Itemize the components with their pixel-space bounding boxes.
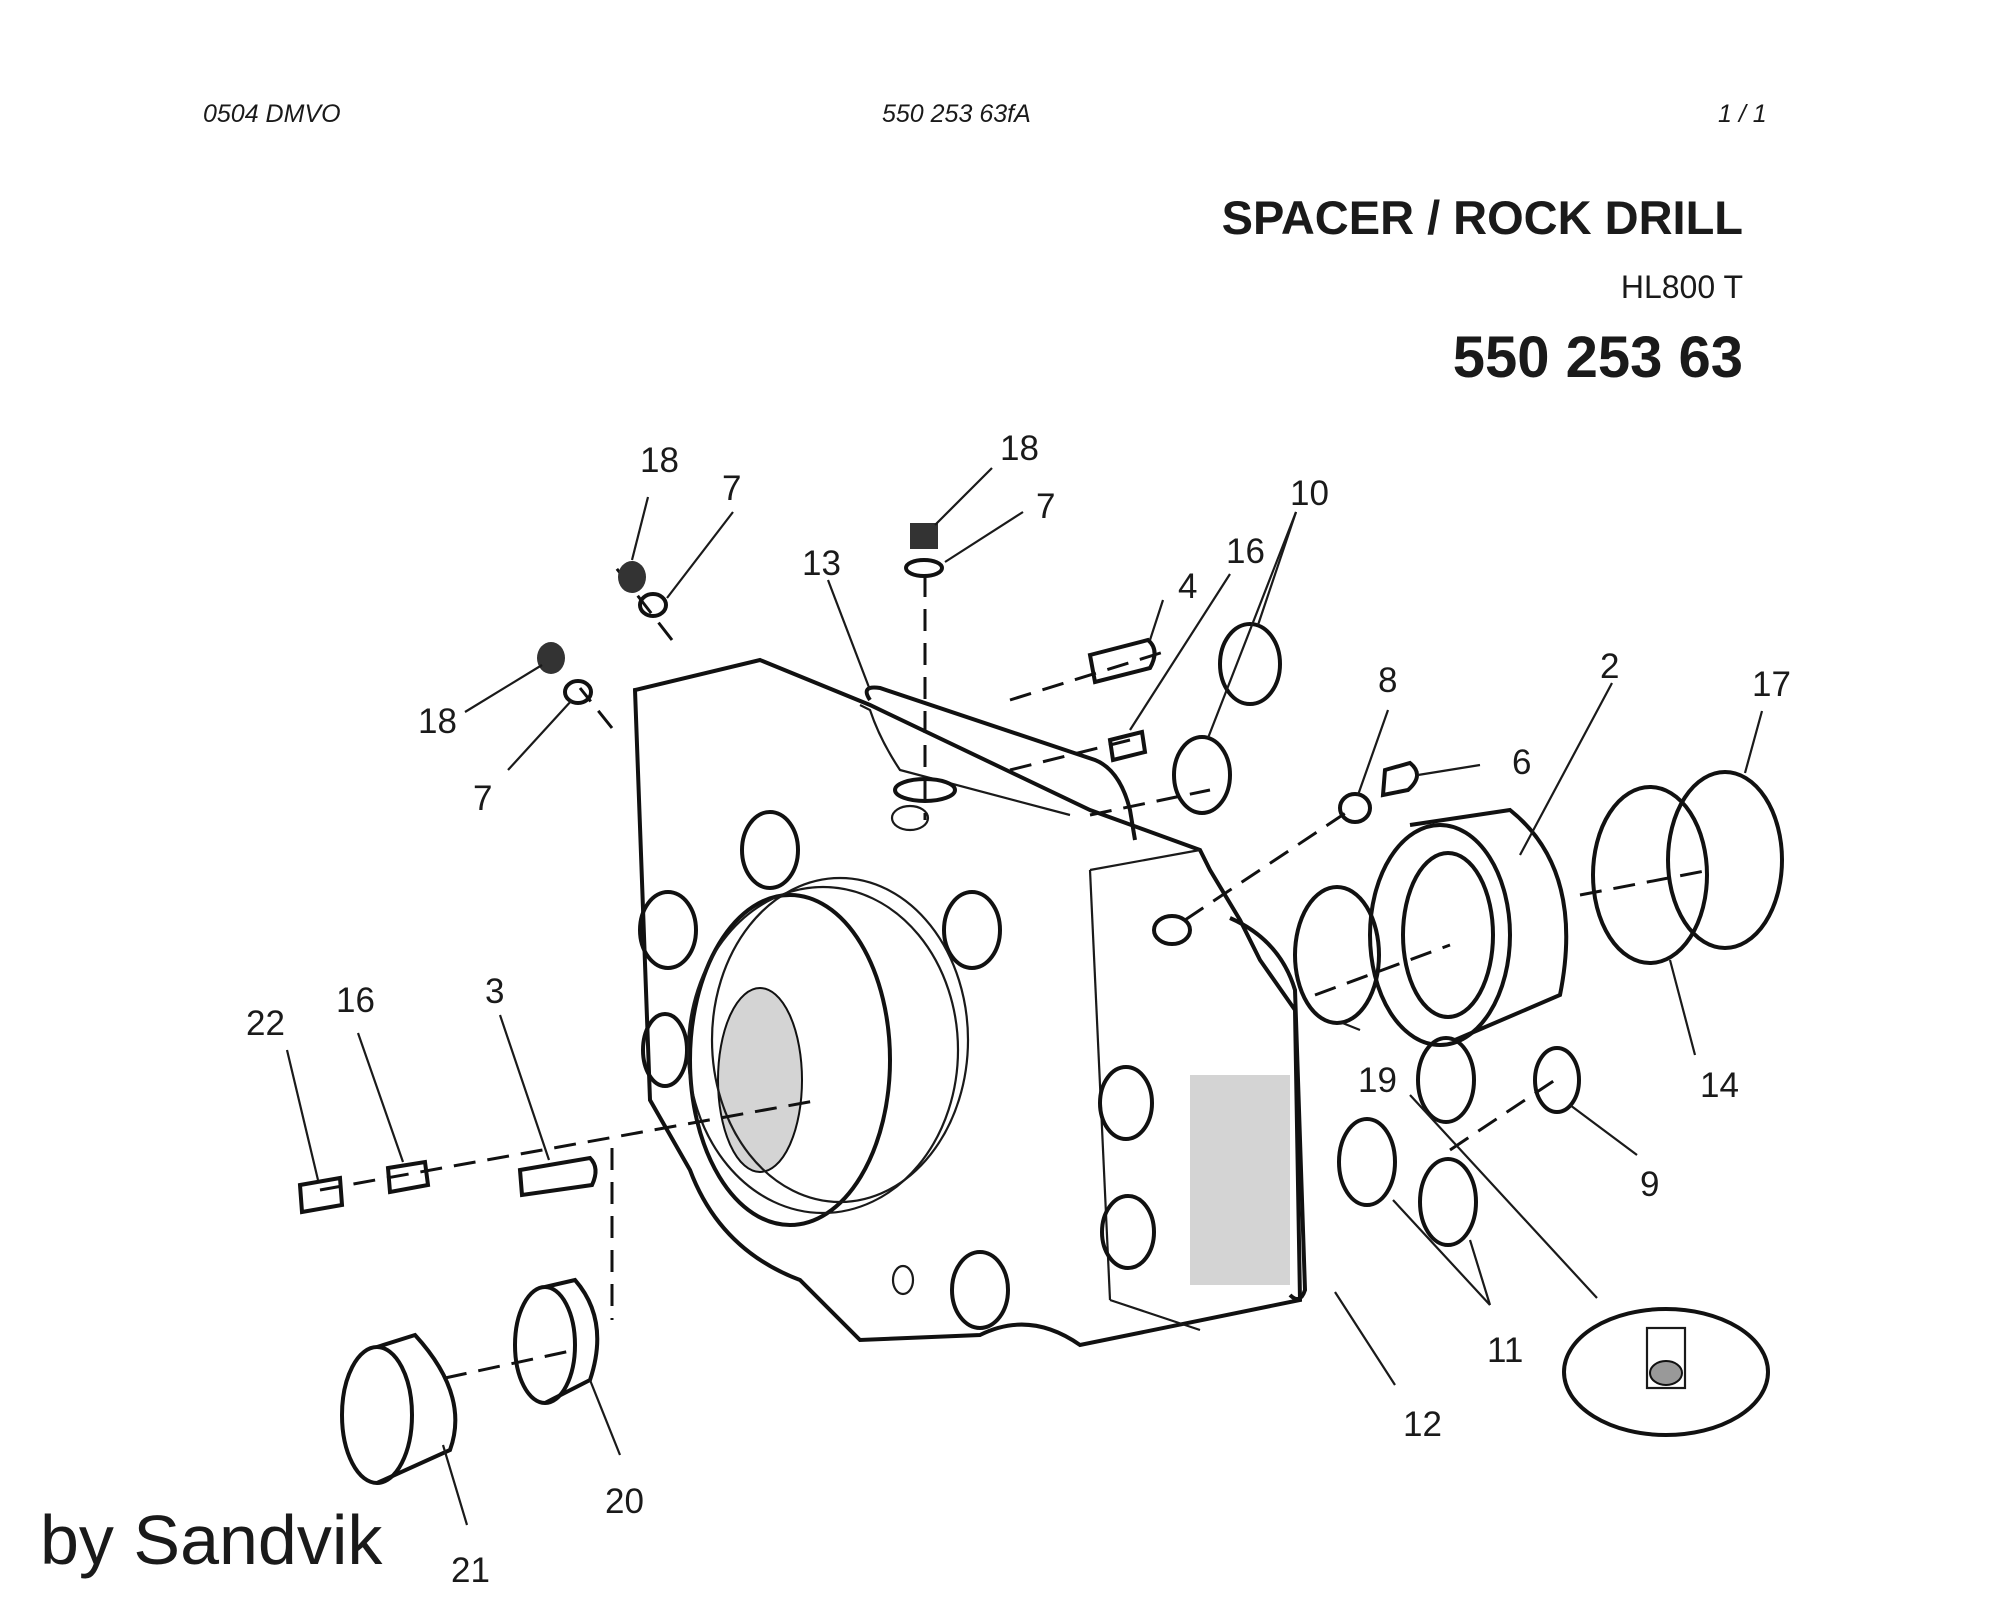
drawing-title: SPACER / ROCK DRILL [1221,191,1743,244]
body-label-plate [1190,1075,1290,1285]
oring-10-lower [1172,735,1232,815]
washer-7-top [904,558,944,578]
bore-boss [686,804,970,1227]
oring-19 [1293,885,1381,1025]
callout-8: 8 [1378,661,1397,700]
top-gasket [864,685,1137,841]
plug-6 [1380,760,1419,798]
ring-17 [1666,770,1784,950]
plug-18-top [910,523,938,549]
callout-18-top: 18 [1000,429,1039,468]
assembly-lines [319,559,1711,1380]
callout-9: 9 [1640,1165,1659,1204]
callout-7-upper: 7 [722,469,741,508]
body-holes [638,810,1192,1330]
plug-16-lower [385,1159,431,1195]
plug-22 [297,1175,345,1215]
ring-14 [1591,785,1709,965]
callout-13: 13 [802,544,841,583]
callout-18-upper: 18 [640,441,679,480]
brand-watermark: by Sandvik [40,1501,383,1579]
callout-14: 14 [1700,1066,1739,1105]
washer-8 [1338,792,1372,824]
pin-3 [517,1155,598,1198]
leader-lines [285,467,1764,1526]
callout-17: 17 [1752,665,1791,704]
callout-12: 12 [1403,1405,1442,1444]
callout-21: 21 [451,1551,490,1590]
callout-10: 10 [1290,474,1329,513]
small-parts [297,523,1419,1215]
header-document-number: 550 253 63fA [882,100,1031,128]
pin-4 [1087,637,1157,685]
callout-16-lower: 16 [336,981,375,1020]
title-block: SPACER / ROCK DRILL HL800 T 550 253 63 [1222,190,1743,391]
spacer-body [632,657,1308,1348]
callout-20: 20 [605,1482,644,1521]
callout-11: 11 [1487,1331,1523,1370]
seal-detail-view [1562,1307,1770,1437]
callout-labels: 18 7 18 7 18 7 13 4 16 10 8 6 2 17 22 16… [246,429,1791,1590]
header-page-number: 1 / 1 [1718,100,1767,128]
oring-9 [1533,1046,1581,1114]
oring-11-lower [1418,1157,1478,1247]
sleeve-20 [513,1277,600,1405]
oring-11-upper [1416,1036,1476,1124]
plug-18-left [537,642,565,674]
callout-3: 3 [485,972,504,1011]
plug-16-upper [1107,729,1148,763]
drawing-part-number: 550 253 63 [1452,325,1743,390]
callout-2: 2 [1600,647,1619,686]
callout-6: 6 [1512,743,1531,782]
washer-7-upper [638,592,668,618]
callout-7-top: 7 [1036,487,1055,526]
plug-18-upper [618,561,646,593]
callout-4: 4 [1178,567,1197,606]
oring-10-upper [1218,622,1282,706]
callout-18-left: 18 [418,702,457,741]
rings-and-sleeves [340,770,1784,1485]
sleeve-2 [1368,807,1569,1047]
washer-on-body [893,777,957,803]
washer-7-left [563,679,593,705]
callout-16-upper: 16 [1226,532,1265,571]
sleeve-21 [340,1332,458,1485]
right-gasket [1229,916,1308,1301]
callout-22: 22 [246,1004,285,1043]
callout-19: 19 [1358,1061,1397,1100]
drawing-model: HL800 T [1620,269,1743,305]
header-left-code: 0504 DMVO [203,100,341,128]
callout-7-left: 7 [473,779,492,818]
oring-11-left [1337,1117,1397,1207]
